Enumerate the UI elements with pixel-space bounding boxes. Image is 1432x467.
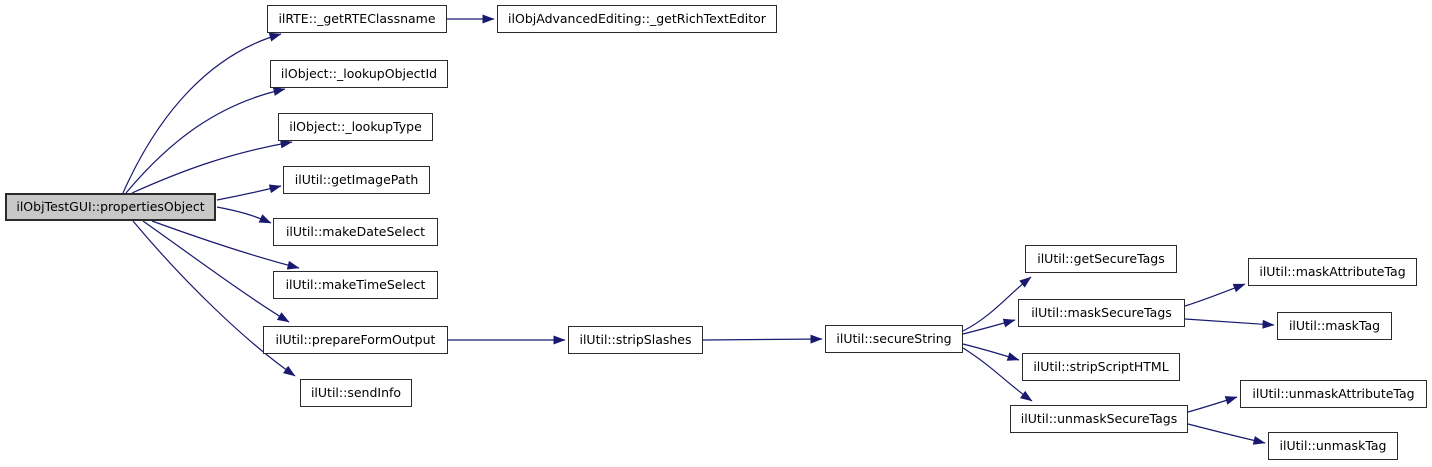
edge-propertiesObject-to-lookupObjectId: [125, 87, 286, 194]
node-unmaskAttributeTag[interactable]: ilUtil::unmaskAttributeTag: [1240, 380, 1427, 408]
edge-propertiesObject-to-makeDateSelect: [216, 206, 272, 224]
node-propertiesObject: ilObjTestGUI::propertiesObject: [5, 193, 216, 221]
node-prepareFormOutput[interactable]: ilUtil::prepareFormOutput: [263, 326, 448, 354]
node-maskAttributeTag[interactable]: ilUtil::maskAttributeTag: [1248, 258, 1417, 286]
edge-secureString-to-stripScriptHTML: [962, 343, 1020, 361]
node-secureString[interactable]: ilUtil::secureString: [825, 325, 963, 353]
edge-group: [122, 14, 1275, 445]
node-makeDateSelect[interactable]: ilUtil::makeDateSelect: [273, 218, 438, 246]
node-getRichTextEditor[interactable]: ilObjAdvancedEditing::_getRichTextEditor: [497, 5, 777, 33]
edge-propertiesObject-to-lookupType: [131, 139, 293, 194]
node-unmaskSecureTags[interactable]: ilUtil::unmaskSecureTags: [1010, 405, 1188, 433]
edge-propertiesObject-to-makeTimeSelect: [151, 220, 300, 270]
node-getRTEClassname[interactable]: ilRTE::_getRTEClassname: [267, 5, 447, 33]
edge-propertiesObject-to-getRTEClassname: [122, 32, 282, 194]
edge-unmaskSecureTags-to-unmaskAttributeTag: [1187, 396, 1238, 413]
edge-maskSecureTags-to-maskTag: [1184, 318, 1275, 329]
edge-secureString-to-unmaskSecureTags: [962, 347, 1033, 402]
node-lookupObjectId[interactable]: ilObject::_lookupObjectId: [270, 60, 448, 88]
node-lookupType[interactable]: ilObject::_lookupType: [278, 113, 433, 141]
node-stripScriptHTML[interactable]: ilUtil::stripScriptHTML: [1022, 353, 1180, 381]
node-stripSlashes[interactable]: ilUtil::stripSlashes: [568, 326, 703, 354]
node-makeTimeSelect[interactable]: ilUtil::makeTimeSelect: [273, 271, 438, 299]
node-unmaskTag[interactable]: ilUtil::unmaskTag: [1268, 432, 1398, 460]
edge-propertiesObject-to-getImagePath: [216, 184, 282, 201]
node-sendInfo[interactable]: ilUtil::sendInfo: [300, 379, 412, 407]
edge-maskSecureTags-to-maskAttributeTag: [1184, 283, 1246, 307]
edge-unmaskSecureTags-to-unmaskTag: [1187, 423, 1266, 445]
edge-stripSlashes-to-secureString: [702, 334, 823, 344]
edge-secureString-to-maskSecureTags: [962, 318, 1016, 335]
edge-propertiesObject-to-prepareFormOutput: [142, 220, 290, 323]
edge-secureString-to-getSecureTags: [962, 276, 1032, 332]
edge-propertiesObject-to-sendInfo: [132, 220, 296, 377]
node-getImagePath[interactable]: ilUtil::getImagePath: [283, 166, 430, 194]
node-getSecureTags[interactable]: ilUtil::getSecureTags: [1025, 245, 1177, 273]
node-maskTag[interactable]: ilUtil::maskTag: [1277, 312, 1392, 340]
node-maskSecureTags[interactable]: ilUtil::maskSecureTags: [1018, 299, 1185, 327]
